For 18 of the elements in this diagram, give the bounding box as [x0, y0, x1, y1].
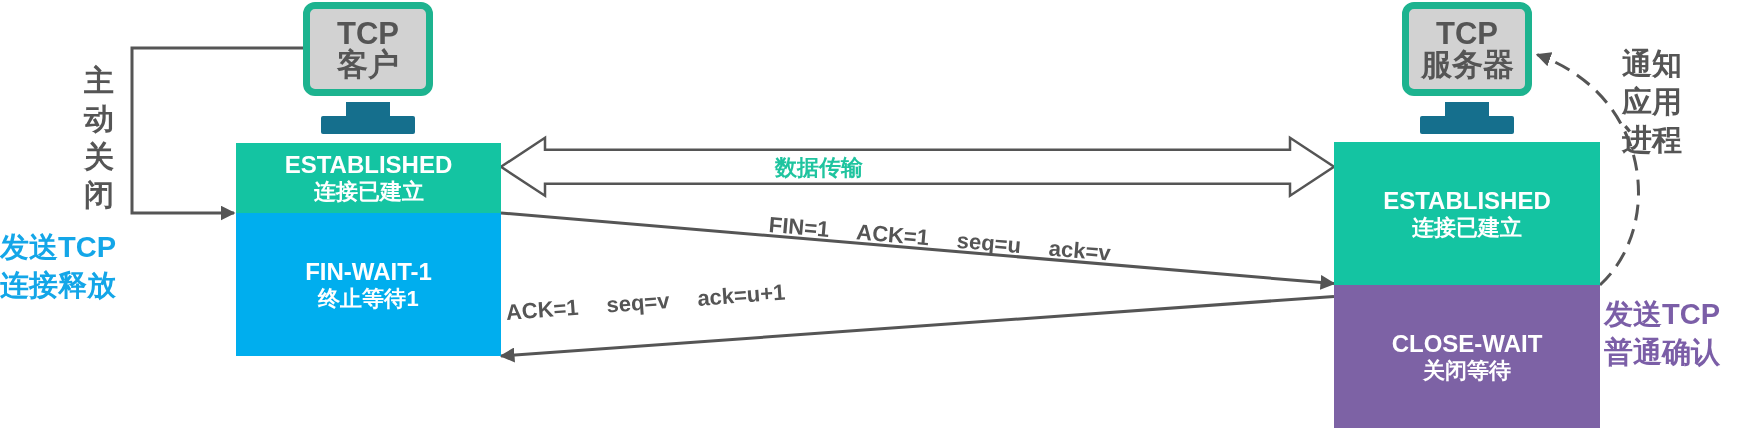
arrow [130, 46, 303, 221]
edge-label: 主动关闭 [82, 63, 115, 213]
dashed-arrow [1535, 53, 1640, 286]
monitor-screen: TCP 服务器 [1402, 2, 1532, 96]
arrow [500, 211, 1336, 290]
edge-label: 通知应用进程 [1620, 46, 1683, 158]
monitor-screen: TCP 客户 [303, 2, 433, 96]
state-box: FIN-WAIT-1 终止等待1 [236, 213, 501, 356]
edge-label: ACK=1 seq=v ack=u+1 [505, 279, 787, 326]
double-arrow [498, 135, 1337, 199]
note-text: 发送TCP普通确认 [1604, 297, 1721, 370]
note-text: 发送TCP连接释放 [0, 230, 117, 303]
edge-label: 数据传输 [775, 154, 863, 182]
edge-label: FIN=1 ACK=1 seq=u ack=v [767, 212, 1112, 267]
state-box: ESTABLISHED 连接已建立 [1334, 142, 1600, 285]
state-box: CLOSE-WAIT 关闭等待 [1334, 285, 1600, 428]
arrow [499, 294, 1335, 363]
state-box: ESTABLISHED 连接已建立 [236, 143, 501, 213]
